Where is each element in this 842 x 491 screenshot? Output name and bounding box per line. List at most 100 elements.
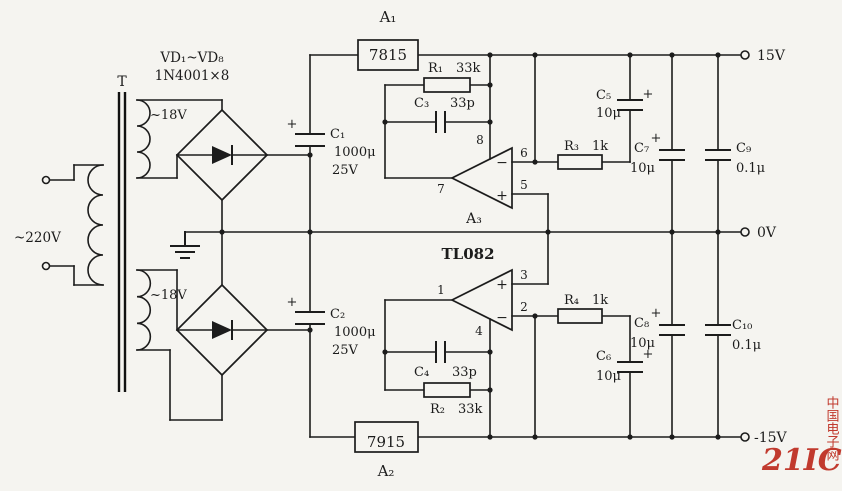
- watermark-site: 中国电子网: [824, 396, 840, 461]
- label-c1-voltage: 25V: [332, 163, 359, 178]
- label-c2: C₂: [330, 307, 345, 322]
- capacitor-c3-plates: [435, 111, 446, 133]
- label-c4-value: 33p: [452, 365, 477, 380]
- capacitor-c9-plates: [705, 149, 731, 161]
- label-c9: C₉: [736, 141, 751, 156]
- regulator-7815-box: [357, 39, 419, 71]
- label-18v-bottom: ~18V: [150, 288, 187, 303]
- output-terminal-pos: [740, 50, 750, 60]
- secondary-coil-top: [136, 99, 151, 179]
- regulator-7915-box: [354, 421, 419, 453]
- ground-symbol: [170, 231, 200, 259]
- label-r3-value: 1k: [592, 139, 608, 154]
- label-7815: 7815: [369, 46, 407, 64]
- opamp-a3-triangle: [450, 146, 513, 210]
- label-r2: R₂: [430, 402, 445, 417]
- label-c1-value: 1000μ: [334, 145, 376, 160]
- capacitor-c4-plates: [435, 341, 446, 363]
- resistor-r3-body: [557, 154, 603, 170]
- label-c6-value: 10μ: [596, 369, 621, 384]
- label-c8-polarity: +: [651, 306, 662, 321]
- label-c6-polarity: +: [643, 347, 654, 362]
- capacitor-c7-plates: [659, 149, 685, 161]
- transformer-core: [117, 92, 127, 392]
- label-r1-value: 33k: [456, 61, 481, 76]
- output-terminal-zero: [740, 227, 750, 237]
- label-18v-top: ~18V: [150, 108, 187, 123]
- label-c2-voltage: 25V: [332, 343, 359, 358]
- capacitor-c8-plates: [659, 324, 685, 336]
- mains-terminal-top: [41, 175, 51, 185]
- label-pin7: 7: [437, 182, 445, 196]
- capacitor-c1-plates: [295, 133, 325, 147]
- label-c2-value: 1000μ: [334, 325, 376, 340]
- label-transformer: T: [117, 74, 127, 90]
- resistor-r1-body: [423, 77, 471, 93]
- secondary-coil-bottom: [136, 269, 152, 351]
- label-pin1: 1: [437, 283, 445, 297]
- label-c2-polarity: +: [287, 295, 298, 310]
- wires: [48, 54, 742, 438]
- label-c8-value: 10μ: [630, 336, 655, 351]
- label-pin4: 4: [475, 324, 483, 338]
- capacitor-c6-plates: [617, 361, 643, 373]
- label-vd-range: VD₁~VD₈: [159, 50, 224, 66]
- opamp-b-triangle: [450, 268, 513, 332]
- watermark-brand: 21IC: [761, 443, 842, 478]
- bridge-rectifier-2: [175, 283, 269, 377]
- label-mains: ~220V: [14, 230, 61, 246]
- label-7915: 7915: [367, 433, 405, 451]
- label-c3-value: 33p: [450, 96, 475, 111]
- resistor-r4-body: [557, 308, 603, 324]
- label-c3: C₃: [414, 96, 429, 111]
- label-r4-value: 1k: [592, 293, 608, 308]
- diode-icon: [212, 146, 232, 164]
- label-output-neg: -15V: [754, 430, 788, 446]
- label-a3: A₃: [465, 211, 482, 227]
- label-c7-polarity: +: [651, 131, 662, 146]
- label-r1: R₁: [428, 61, 443, 76]
- primary-coil: [87, 164, 104, 286]
- junction-dots: [219, 52, 721, 440]
- opamp-b-inverting-mark: −: [496, 310, 508, 326]
- label-output-pos: 15V: [757, 48, 786, 64]
- label-r2-value: 33k: [458, 402, 483, 417]
- label-c5-value: 10μ: [596, 106, 621, 121]
- label-a1: A₁: [379, 8, 397, 26]
- label-c7: C₇: [634, 141, 649, 156]
- label-r4: R₄: [564, 293, 579, 308]
- label-output-zero: 0V: [757, 225, 777, 241]
- label-pin2: 2: [520, 300, 528, 314]
- label-pin6: 6: [520, 146, 528, 160]
- mains-terminal-bottom: [41, 261, 51, 271]
- label-c8: C₈: [634, 316, 649, 331]
- label-c5-polarity: +: [643, 87, 654, 102]
- label-c4: C₄: [414, 365, 429, 380]
- opamp-a3-noninverting-mark: +: [496, 188, 508, 204]
- capacitor-c5-plates: [617, 99, 643, 111]
- label-c1: C₁: [330, 127, 345, 142]
- label-c1-polarity: +: [287, 117, 298, 132]
- capacitor-c2-plates: [295, 311, 325, 325]
- diode-icon: [212, 321, 232, 339]
- opamp-a3-inverting-mark: −: [496, 155, 508, 171]
- label-r3: R₃: [564, 139, 579, 154]
- label-a2: A₂: [377, 462, 395, 480]
- label-c10-value: 0.1μ: [732, 338, 761, 353]
- label-c6: C₆: [596, 349, 611, 364]
- label-c7-value: 10μ: [630, 161, 655, 176]
- opamp-b-noninverting-mark: +: [496, 277, 508, 293]
- label-c5: C₅: [596, 88, 611, 103]
- label-c10: C₁₀: [732, 318, 752, 333]
- resistor-r2-body: [423, 382, 471, 398]
- capacitor-c10-plates: [705, 324, 731, 336]
- output-terminal-neg: [740, 432, 750, 442]
- label-pin8: 8: [476, 133, 484, 147]
- bridge-rectifier-1: [175, 108, 269, 202]
- label-pin5: 5: [520, 178, 528, 192]
- label-pin3: 3: [520, 268, 528, 282]
- label-vd-part: 1N4001×8: [155, 68, 230, 84]
- label-tl082: TL082: [441, 245, 494, 263]
